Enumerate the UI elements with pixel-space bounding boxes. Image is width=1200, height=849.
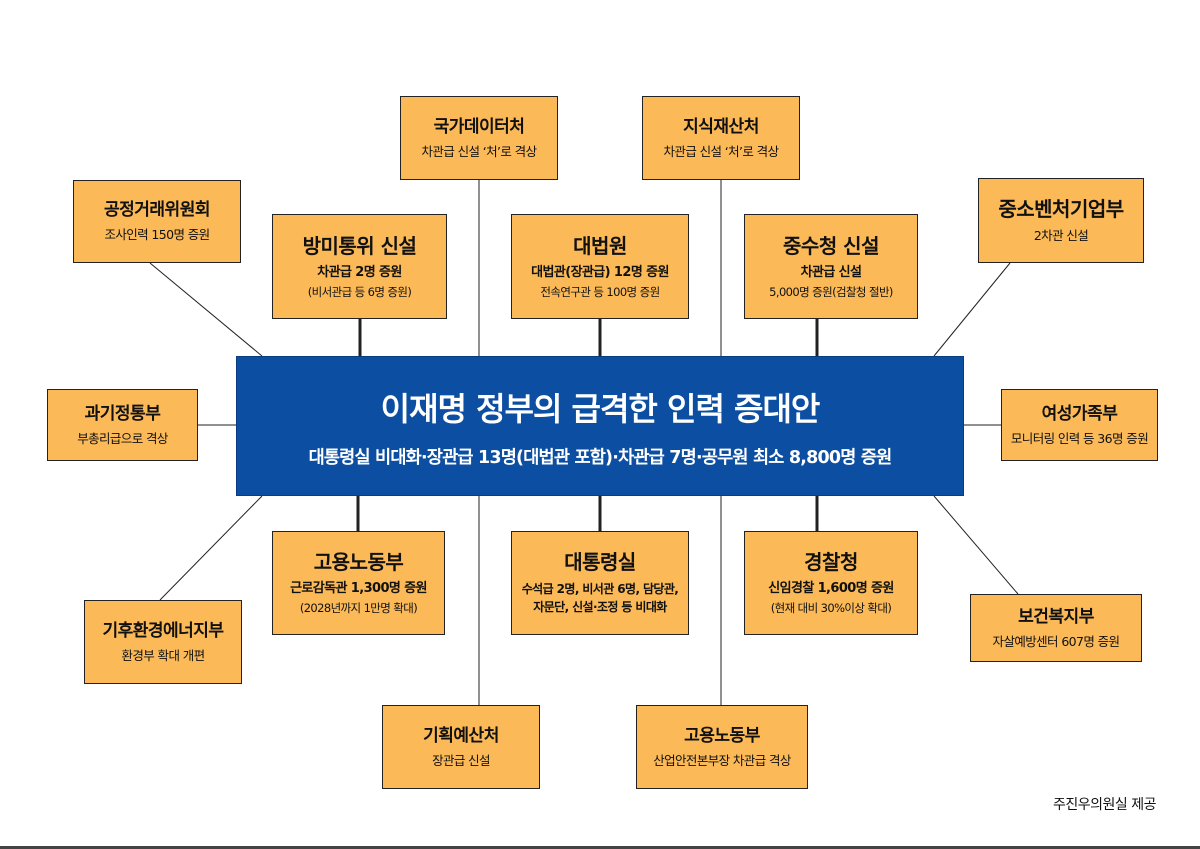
bottom-divider <box>0 846 1200 849</box>
node-goyong2: 고용노동부 산업안전본부장 차관급 격상 <box>636 705 808 789</box>
node-title: 방미통위 신설 <box>302 233 417 258</box>
node-title: 대법원 <box>573 233 627 258</box>
node-subtitle-2: (비서관급 등 6명 증원) <box>307 284 412 299</box>
center-box: 이재명 정부의 급격한 인력 증대안 대통령실 비대화·장관급 13명(대법관 … <box>236 356 964 496</box>
node-title: 중수청 신설 <box>783 233 879 258</box>
node-subtitle: 수석급 2명, 비서관 6명, 담당관, 자문단, 신설·조정 등 비대화 <box>521 582 679 614</box>
node-title: 대통령실 <box>564 550 636 575</box>
node-subtitle: 자살예방센터 607명 증원 <box>992 633 1121 649</box>
connector-jungso <box>933 262 1011 357</box>
node-subtitle-2: 5,000명 증원(검찰청 절반) <box>769 284 893 299</box>
node-title: 공정거래위원회 <box>104 200 210 221</box>
node-title: 지식재산처 <box>683 116 759 137</box>
node-gwagi: 과기정통부 부총리급으로 격상 <box>47 389 198 461</box>
node-daetong: 대통령실 수석급 2명, 비서관 6명, 담당관, 자문단, 신설·조정 등 비… <box>511 531 689 635</box>
node-gyeongchal: 경찰청 신임경찰 1,600명 증원 (현재 대비 30%이상 확대) <box>744 531 918 635</box>
node-subtitle: 차관급 2명 증원 <box>317 264 402 280</box>
node-subtitle: 2차관 신설 <box>1033 228 1089 244</box>
node-subtitle-2: (현재 대비 30%이상 확대) <box>770 601 892 616</box>
node-subtitle: 부총리급으로 격상 <box>77 430 168 446</box>
center-subtitle: 대통령실 비대화·장관급 13명(대법관 포함)·차관급 7명·공무원 최소 8… <box>308 447 893 468</box>
node-subtitle: 산업안전본부장 차관급 격상 <box>653 752 791 768</box>
node-goyong1: 고용노동부 근로감독관 1,300명 증원 (2028년까지 1만명 확대) <box>272 531 445 635</box>
node-title: 경찰청 <box>804 550 858 575</box>
node-daebeobwon: 대법원 대법관(장관급) 12명 증원 전속연구관 등 100명 증원 <box>511 214 689 319</box>
node-subtitle: 모니터링 인력 등 36명 증원 <box>1010 430 1149 446</box>
node-title: 보건복지부 <box>1018 606 1094 627</box>
node-subtitle: 근로감독관 1,300명 증원 <box>290 581 427 597</box>
node-bangmi: 방미통위 신설 차관급 2명 증원 (비서관급 등 6명 증원) <box>272 214 447 319</box>
node-subtitle-2: 전속연구관 등 100명 증원 <box>540 284 660 299</box>
node-subtitle: 환경부 확대 개편 <box>121 647 205 663</box>
node-jungso: 중소벤처기업부 2차관 신설 <box>978 178 1144 263</box>
connector-bogeon <box>933 495 1019 595</box>
source-credit: 주진우의원실 제공 <box>1053 797 1157 813</box>
node-gihoek: 기획예산처 장관급 신설 <box>382 705 540 789</box>
node-subtitle: 조사인력 150명 증원 <box>104 227 210 243</box>
node-jisik: 지식재산처 차관급 신설 ‘처’로 격상 <box>642 96 800 180</box>
node-yeoseong: 여성가족부 모니터링 인력 등 36명 증원 <box>1001 389 1158 461</box>
node-jungsu: 중수청 신설 차관급 신설 5,000명 증원(검찰청 절반) <box>744 214 918 319</box>
node-subtitle: 신임경찰 1,600명 증원 <box>768 581 894 597</box>
node-title: 여성가족부 <box>1041 403 1118 424</box>
node-title: 국가데이터처 <box>433 116 525 137</box>
node-bogeon: 보건복지부 자살예방센터 607명 증원 <box>970 594 1142 662</box>
center-title: 이재명 정부의 급격한 인력 증대안 <box>380 389 821 428</box>
node-gukga: 국가데이터처 차관급 신설 ‘처’로 격상 <box>400 96 558 180</box>
node-subtitle: 대법관(장관급) 12명 증원 <box>531 264 669 280</box>
node-subtitle: 차관급 신설 ‘처’로 격상 <box>421 143 538 159</box>
node-title: 고용노동부 <box>313 550 404 575</box>
node-gongjeong: 공정거래위원회 조사인력 150명 증원 <box>73 180 241 263</box>
node-subtitle-2: (2028년까지 1만명 확대) <box>299 601 418 616</box>
node-title: 기후환경에너지부 <box>102 620 224 641</box>
connector-gongjeong <box>149 262 263 357</box>
node-title: 중소벤처기업부 <box>998 197 1124 222</box>
node-subtitle: 장관급 신설 <box>432 752 490 768</box>
connector-gihu <box>159 495 263 601</box>
node-subtitle: 차관급 신설 <box>800 264 862 280</box>
node-subtitle: 차관급 신설 ‘처’로 격상 <box>663 143 780 159</box>
node-title: 과기정통부 <box>84 403 161 424</box>
node-gihu: 기후환경에너지부 환경부 확대 개편 <box>84 600 242 684</box>
node-title: 고용노동부 <box>684 725 760 746</box>
node-title: 기획예산처 <box>423 725 499 746</box>
